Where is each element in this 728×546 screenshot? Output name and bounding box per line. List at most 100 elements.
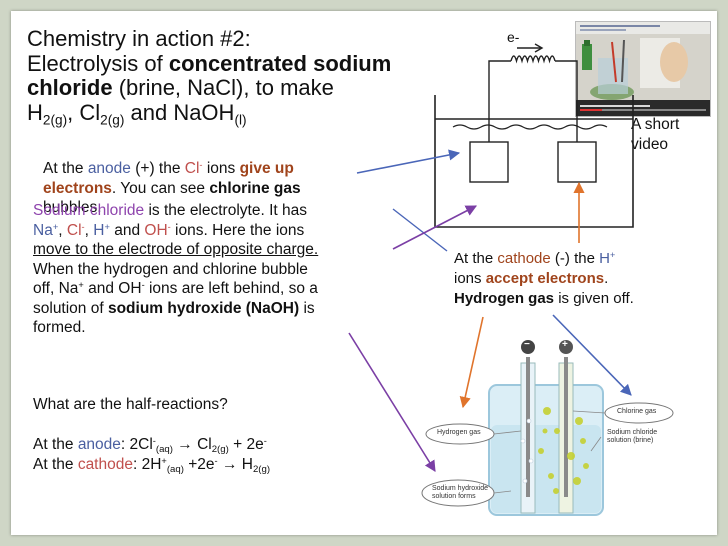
arrow-hydrogen-gas (459, 316, 484, 409)
electrolyte-line-5b: and OH (83, 280, 142, 297)
anode-electrode (469, 141, 509, 183)
anode-eq-c: + 2e (228, 436, 264, 453)
label-sodium-hydroxide: Sodium hydroxide solution forms (432, 485, 488, 501)
title-bold-concentrated: concentrated sodium (168, 50, 392, 76)
video-label-line-1: A short (631, 116, 680, 133)
na-ion-charge: + (52, 221, 59, 232)
cathode-eq-a: : 2H (132, 456, 162, 473)
half-reactions-question: What are the half-reactions? (33, 395, 228, 415)
anode-eq-b: → Cl (172, 436, 212, 453)
cathode-reaction-prefix: At the (33, 456, 78, 473)
half-reactions: At the anode: 2Cl-(aq) → Cl2(g) + 2e- At… (33, 435, 270, 475)
electrolyte-line-5c: ions are left behind, so a (144, 280, 318, 297)
give-up-phrase: give up (239, 160, 294, 177)
sodium-chloride-word: Sodium chloride (33, 202, 145, 219)
plus-terminal-text: + (562, 339, 568, 350)
anode-note-text: At the (43, 160, 88, 177)
label-sodium-hydroxide-text: Sodium hydroxide (432, 485, 489, 492)
arrow-electrolyte-to-cell (392, 205, 477, 250)
label-chlorine-gas: Chlorine gas (617, 408, 656, 415)
anode-reaction-prefix: At the (33, 436, 78, 453)
opposite-charge-phrase: move to the electrode of opposite charge… (33, 241, 319, 258)
cathode-note-text-3: ions (454, 270, 486, 287)
electrolyte-line-2: ions. Here the ions (170, 221, 305, 239)
label-chlorine-gas-text: Chlorine gas (617, 408, 657, 415)
electrolyte-line-1: is the electrolyte. It has (144, 202, 307, 219)
na-charge-2: + (78, 279, 84, 290)
cathode-eq-b: +2e (183, 456, 215, 473)
h-ion: H (93, 221, 105, 239)
arrow-line-blue-small (392, 208, 448, 252)
label-hydrogen-gas: Hydrogen gas (437, 429, 481, 436)
anode-note-text-3: ions (202, 160, 240, 177)
anode-note: At the anode (+) the Cl- ions give up el… (43, 159, 301, 218)
cathode-word: cathode (497, 250, 551, 267)
bubbles-word: bubbles. (43, 199, 102, 216)
anode-reaction: At the anode: 2Cl-(aq) → Cl2(g) + 2e- (33, 435, 270, 455)
electrolyte-line-6a: solution of (33, 299, 108, 317)
cathode-eq-sub-g: 2(g) (252, 464, 271, 476)
label-sodium-chloride-text: Sodium chloride (607, 429, 658, 436)
cl-ion-2-charge: - (81, 221, 85, 232)
cathode-eq-c: → H (217, 456, 253, 473)
oh-ion: OH (144, 221, 168, 239)
cathode-eq-sup: + (161, 455, 167, 466)
oh-charge-2: - (141, 279, 145, 290)
cl-ion-2: Cl (66, 221, 82, 239)
title-h2-sub: 2(g) (42, 111, 68, 127)
electrolyte-line-5a: off, Na (33, 280, 79, 297)
cathode-electrode (557, 141, 597, 183)
anode-reaction-word: anode (77, 436, 121, 453)
title-naoh-sub: (l) (234, 111, 247, 127)
anode-eq-sub-aq: (aq) (155, 444, 173, 456)
minus-terminal-label: − (524, 339, 530, 350)
cathode-reaction: At the cathode: 2H+(aq) +2e- → H2(g) (33, 455, 270, 475)
anode-note-text-4: . You can see (111, 179, 210, 197)
title-h2: H (27, 99, 43, 125)
electrolyte-line-7: formed. (33, 319, 86, 336)
title-cl2: Cl (79, 99, 101, 125)
cathode-note: At the cathode (-) the H+ ions accept el… (454, 249, 634, 309)
video-frame-illustration (576, 22, 710, 116)
label-hydrogen-gas-text: Hydrogen gas (437, 429, 481, 436)
video-label: A short video (631, 115, 679, 155)
cathode-eq-sub-aq: (aq) (166, 464, 184, 476)
title-line-3: (brine, NaCl), to make (112, 75, 334, 100)
title-line-1: Chemistry in action #2: (27, 26, 251, 51)
chlorine-gas-phrase: chlorine gas (209, 179, 301, 197)
slide: Chemistry in action #2: Electrolysis of … (11, 11, 717, 535)
cathode-note-text-5: is given off. (554, 290, 634, 307)
title-naoh: NaOH (173, 99, 235, 125)
label-solution-forms-text: solution forms (432, 493, 476, 500)
video-thumbnail[interactable] (575, 21, 711, 117)
title-products: H2(g), Cl2(g) and NaOH(l) (27, 99, 391, 127)
electron-label: e- (507, 29, 519, 45)
anode-eq-sub-g: 2(g) (211, 444, 229, 456)
cathode-note-text-2: (-) the (550, 250, 600, 267)
accept-electrons-phrase: accept electrons (485, 270, 605, 287)
electrons-word: electrons (43, 179, 112, 197)
sodium-hydroxide-phrase: sodium hydroxide (NaOH) (107, 299, 300, 317)
electrolyte-note: Sodium chloride is the electrolyte. It h… (33, 201, 318, 338)
arrow-sodium-hydroxide (348, 332, 436, 472)
h-ion-cathode: H (599, 250, 610, 267)
electrolysis-diagram (348, 43, 674, 516)
title-line-2: Electrolysis of (27, 50, 169, 76)
resistor-coil (510, 55, 556, 64)
comma-1: , (58, 221, 67, 239)
question-text: What are the half-reactions? (33, 396, 228, 413)
arrow-anode-to-electrode (356, 149, 461, 174)
cathode-note-period: . (604, 270, 609, 287)
apparatus-illustration (421, 340, 674, 516)
electrolyte-line-4: When the hydrogen and chlorine bubble (33, 260, 308, 278)
electrolysis-cell (434, 43, 634, 228)
oh-ion-charge: - (167, 221, 171, 232)
anode-note-text-2: (+) the (130, 160, 185, 177)
and-word: and (109, 221, 145, 239)
h-ion-charge: + (104, 221, 110, 232)
cathode-reaction-word: cathode (77, 456, 133, 473)
title-sep: , (67, 99, 80, 125)
slide-title: Chemistry in action #2: Electrolysis of … (27, 26, 392, 127)
hydrogen-gas-phrase: Hydrogen gas (454, 290, 555, 307)
label-sodium-chloride: Sodium chloride solution (brine) (607, 429, 657, 445)
